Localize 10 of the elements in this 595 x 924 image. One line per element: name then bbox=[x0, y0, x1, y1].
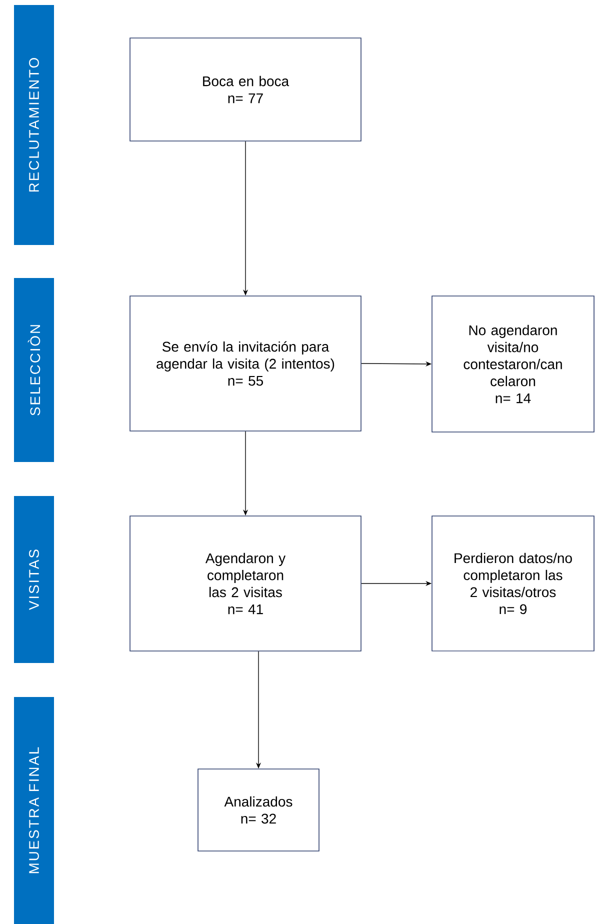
stage-band: VISITAS bbox=[14, 496, 54, 663]
process-box: Perdieron datos/no completaron las 2 visitas/otros n= 9 bbox=[432, 516, 594, 652]
process-box: Agendaron y completaron las 2 visitas n= 41 bbox=[130, 516, 362, 652]
stage-band: SELECCIÒN bbox=[14, 278, 54, 462]
process-box: Analizados n= 32 bbox=[198, 768, 320, 852]
process-box: No agendaron visita/no contestaron/can celaron n= 14 bbox=[432, 296, 594, 432]
process-box: Boca en boca n= 77 bbox=[130, 38, 362, 142]
stage-band: MUESTRA FINAL bbox=[14, 697, 54, 924]
process-box: Se envío la invitación para agendar la visita (2 intentos) n= 55 bbox=[130, 296, 362, 432]
stage-band: RECLUTAMIENTO bbox=[14, 5, 54, 245]
